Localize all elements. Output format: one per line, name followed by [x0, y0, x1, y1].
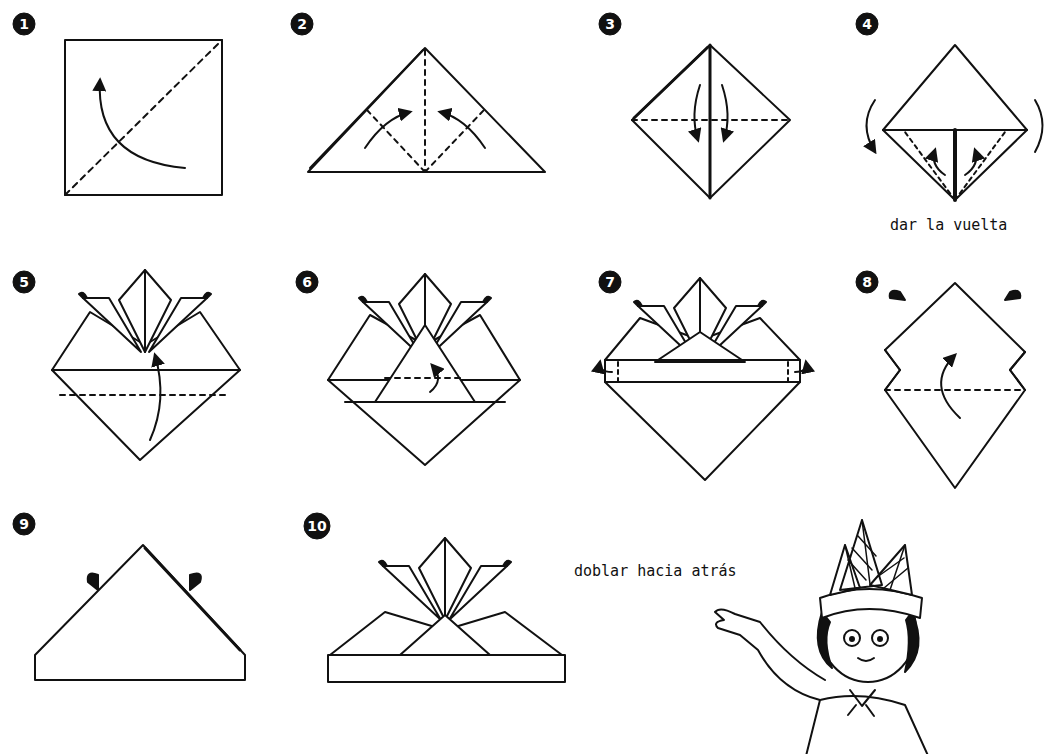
step-number-text: 1 [12, 12, 36, 36]
step-number-text: 4 [855, 12, 879, 36]
instruction-note: doblar hacia atrás [572, 562, 739, 580]
step-number: 8 [855, 270, 879, 294]
step-number: 4 [855, 12, 879, 36]
step-2-triangle [308, 48, 545, 172]
step-number-text: 10 [303, 512, 331, 540]
step-number-text: 3 [598, 12, 622, 36]
step-number-text: 2 [290, 12, 314, 36]
step-5-figure [52, 270, 240, 460]
step-number: 5 [12, 270, 36, 294]
step-number: 6 [295, 270, 319, 294]
step-number-text: 9 [12, 512, 36, 536]
step-9-figure [35, 545, 245, 680]
step-number: 9 [12, 512, 36, 536]
step-number: 7 [598, 270, 622, 294]
step-number-text: 8 [855, 270, 879, 294]
step-4-diamond [867, 45, 1043, 200]
step-7-figure [600, 278, 807, 480]
step-number-text: 7 [598, 270, 622, 294]
step-number-text: 6 [295, 270, 319, 294]
step-number-text: 5 [12, 270, 36, 294]
step-6-figure [328, 274, 520, 465]
step-number: 3 [598, 12, 622, 36]
step-8-figure [885, 283, 1025, 488]
step-10-figure [328, 538, 565, 682]
step-1-square [65, 40, 222, 195]
step-3-diamond [632, 45, 790, 198]
step-number: 10 [303, 512, 331, 540]
step-number: 1 [12, 12, 36, 36]
step-number: 2 [290, 12, 314, 36]
instruction-note: dar la vuelta [888, 216, 1009, 234]
boy-illustration [715, 520, 930, 754]
